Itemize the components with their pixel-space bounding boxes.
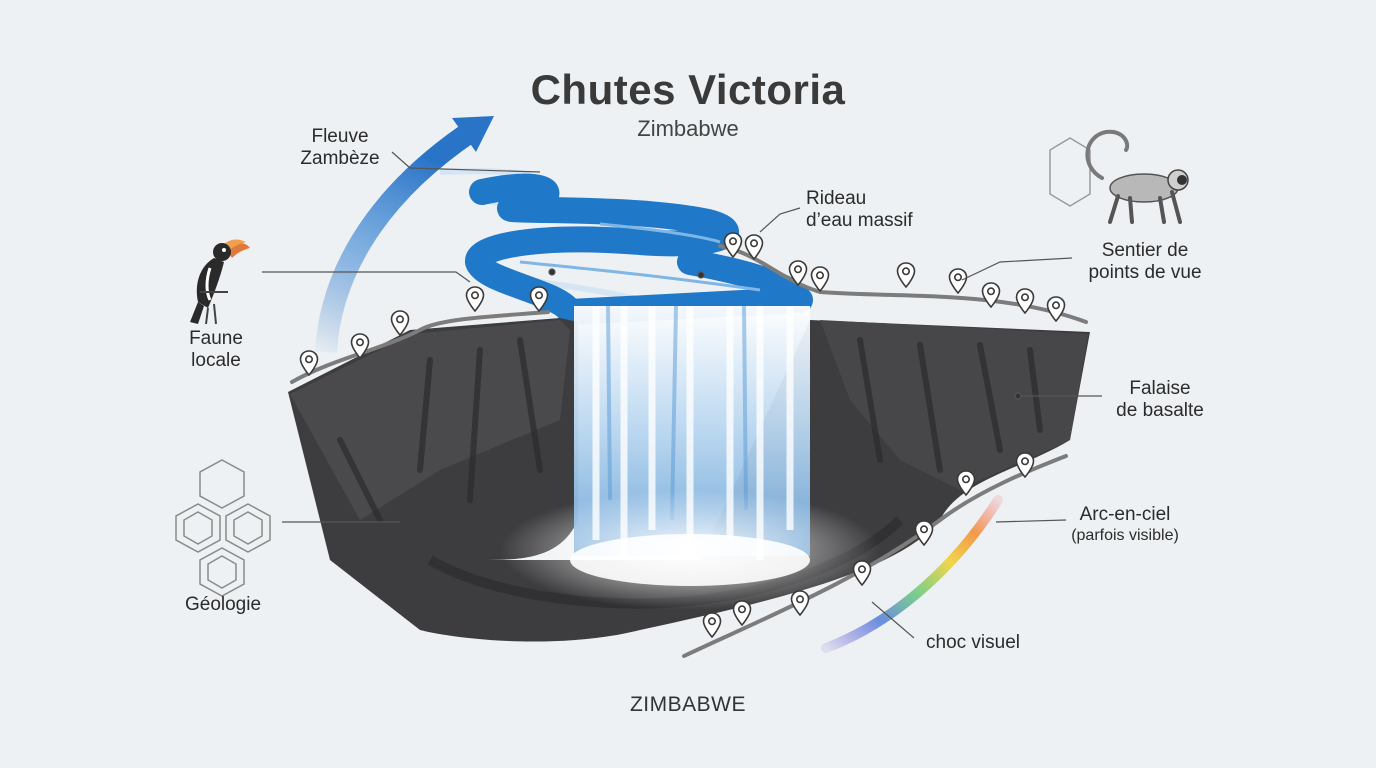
label-rainbow-line1: Arc-en-ciel — [1079, 504, 1171, 525]
label-curtain-line2: d’eau massif — [806, 210, 913, 231]
label-cliff: Falaise de basalte — [1100, 378, 1220, 422]
page-title: Chutes Victoria — [530, 66, 846, 113]
label-curtain-line1: Rideau — [806, 188, 867, 209]
label-geology: Géologie — [184, 594, 262, 615]
label-rainbow-line2: (parfois visible) — [1071, 527, 1179, 544]
label-trail-line2: points de vue — [1088, 262, 1202, 283]
label-trail: Sentier de points de vue — [1070, 240, 1220, 284]
leader-lines — [262, 151, 1102, 639]
page-subtitle: Zimbabwe — [637, 116, 739, 141]
hornbill-icon — [190, 239, 250, 325]
rainbow-arc — [821, 495, 1003, 653]
footer-country: ZIMBABWE — [629, 693, 746, 716]
label-cliff-line1: Falaise — [1129, 378, 1191, 399]
label-impact: choc visuel — [926, 632, 1020, 653]
label-wildlife-line1: Faune — [189, 328, 243, 349]
zambezi-river — [439, 168, 813, 325]
hexagon-molecule-icon — [175, 459, 271, 597]
label-rainbow: Arc-en-ciel (parfois visible) — [1050, 504, 1200, 546]
label-wildlife-line2: locale — [191, 350, 241, 371]
label-river-line1: Fleuve — [311, 126, 369, 147]
label-cliff-line2: de basalte — [1116, 400, 1204, 421]
label-curtain: Rideau d’eau massif — [806, 188, 966, 232]
monkey-icon — [1049, 129, 1189, 224]
label-trail-line1: Sentier de — [1101, 240, 1189, 261]
flow-arrow-icon — [315, 116, 494, 353]
label-river-line2: Zambèze — [300, 148, 380, 169]
label-wildlife: Faune locale — [166, 328, 266, 372]
label-river: Fleuve Zambèze — [280, 126, 400, 170]
water-curtain — [500, 305, 880, 610]
basalt-cliff — [288, 318, 1090, 642]
